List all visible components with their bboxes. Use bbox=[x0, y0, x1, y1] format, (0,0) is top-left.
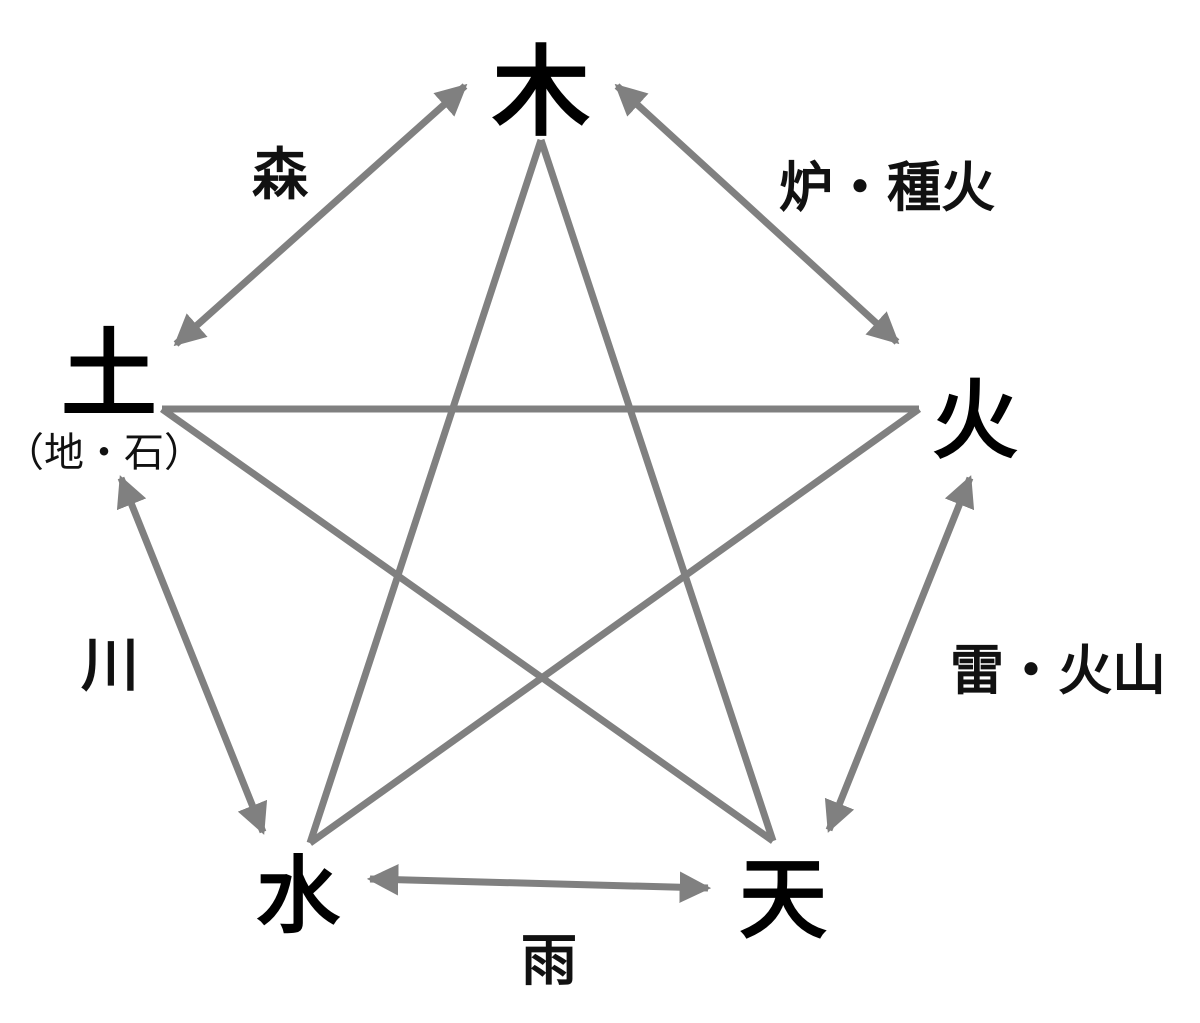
arrow-earth-wood bbox=[173, 83, 468, 347]
node-wood: 木 bbox=[492, 36, 590, 150]
arrow-heaven-water bbox=[366, 864, 712, 903]
star-line-earth-heaven bbox=[159, 406, 776, 844]
arrow-water-earth bbox=[116, 475, 268, 835]
edge-label-water-earth: 川 bbox=[81, 631, 139, 699]
edge-label-fire-heaven: 雷・火山 bbox=[950, 639, 1166, 702]
edge-label-wood-fire: 炉・種火 bbox=[779, 156, 995, 219]
edge-label-heaven-water: 雨 bbox=[521, 929, 577, 994]
node-heaven: 天 bbox=[739, 848, 827, 951]
arrow-wood-fire bbox=[614, 83, 900, 345]
star-line-wood-water bbox=[306, 138, 545, 845]
node-water: 水 bbox=[256, 847, 341, 945]
node-earth: 土 bbox=[61, 319, 157, 431]
arrow-fire-heaven bbox=[824, 475, 975, 833]
edge-label-earth-wood: 森 bbox=[252, 143, 309, 208]
star-line-fire-water bbox=[307, 406, 922, 846]
node-fire: 火 bbox=[932, 371, 1018, 471]
pentagram bbox=[159, 138, 922, 846]
star-line-wood-heaven bbox=[537, 138, 777, 843]
cycle-arrows bbox=[116, 83, 975, 903]
node-earth-sublabel: （地・石） bbox=[4, 430, 204, 476]
